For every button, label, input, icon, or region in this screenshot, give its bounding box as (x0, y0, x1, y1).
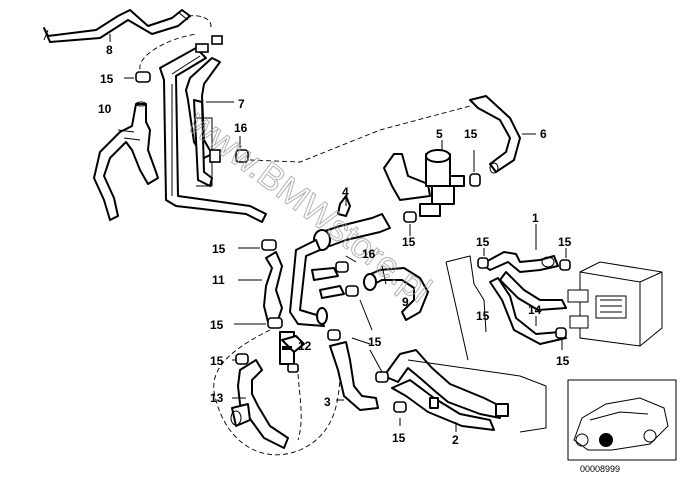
hose-14 (489, 271, 567, 345)
label-part-15-c: 15 (402, 235, 416, 249)
label-part-8: 8 (106, 43, 113, 57)
inset-car-view (567, 379, 677, 461)
valve-5 (383, 149, 465, 217)
heater-unit (567, 261, 663, 347)
label-part-15-a: 15 (100, 72, 114, 86)
clamp-15-near-1b (559, 259, 571, 271)
label-part-15-d: 15 (476, 235, 490, 249)
label-part-9: 9 (402, 295, 409, 309)
label-part-15-h: 15 (210, 318, 224, 332)
label-part-1: 1 (532, 211, 539, 225)
clamp-15-near-14 (555, 327, 567, 339)
label-part-15-i: 15 (368, 335, 382, 349)
label-part-11: 11 (212, 273, 225, 287)
fittings-center (289, 239, 359, 327)
hose-10 (93, 101, 159, 221)
part-labels: 8 15 10 7 16 5 15 6 4 15 1 15 15 16 15 1… (98, 43, 572, 447)
hose-1 (481, 251, 559, 273)
label-part-15-k: 15 (210, 354, 224, 368)
label-part-10: 10 (98, 102, 112, 116)
label-part-16-a: 16 (234, 121, 248, 135)
reference-code: 00008999 (580, 464, 620, 474)
label-part-3: 3 (324, 395, 331, 409)
label-part-14: 14 (528, 303, 542, 317)
clamp-15a (135, 71, 151, 83)
label-part-15-b: 15 (464, 127, 478, 141)
label-part-13: 13 (210, 391, 224, 405)
valve-12 (279, 331, 305, 373)
label-part-4: 4 (342, 185, 349, 199)
clamp-top (195, 35, 223, 53)
label-part-15-g: 15 (476, 309, 490, 323)
clamp-15-near-6 (469, 173, 481, 187)
label-part-2: 2 (452, 433, 459, 447)
hose-6 (469, 95, 521, 174)
label-part-6: 6 (540, 127, 547, 141)
hose-13 (230, 353, 289, 449)
clamp-15-near-4 (403, 211, 417, 223)
label-part-12: 12 (298, 339, 312, 353)
label-part-5: 5 (436, 127, 443, 141)
label-part-15-f: 15 (212, 242, 226, 256)
clamp-16 (235, 149, 249, 163)
label-part-16-b: 16 (362, 247, 376, 261)
hose-3 (327, 329, 379, 411)
clamp-15-near-1a (477, 257, 489, 269)
hose-9 (363, 265, 429, 321)
label-part-15-j: 15 (556, 354, 570, 368)
hose-11 (261, 239, 283, 329)
pipe-2 (375, 349, 509, 431)
hose-7 (159, 47, 267, 223)
label-part-15-e: 15 (558, 235, 572, 249)
label-part-7: 7 (238, 97, 245, 111)
hose-8 (43, 9, 191, 43)
label-part-15-l: 15 (392, 431, 406, 445)
